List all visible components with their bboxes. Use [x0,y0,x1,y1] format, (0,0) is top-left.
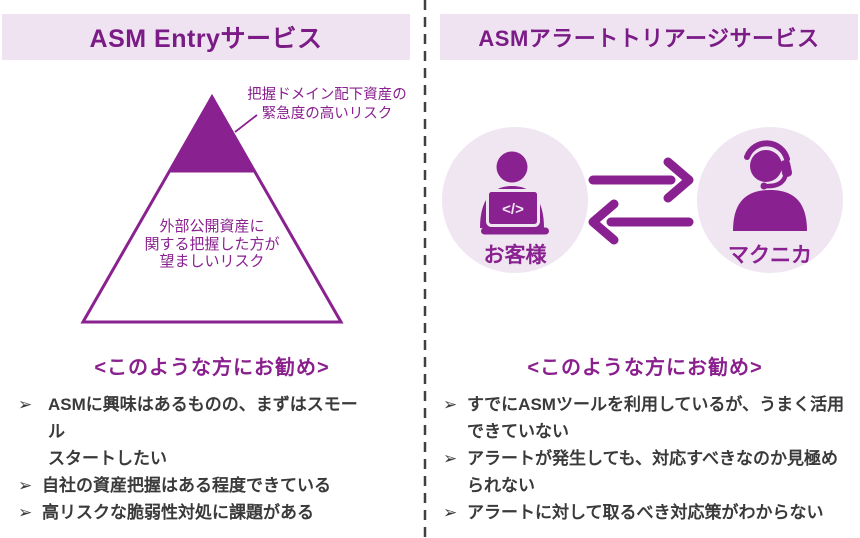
recommend-bullet: ➢ ASMに興味はあるものの、まずはスモール スタートしたい [18,391,374,472]
customer-label: お客様 [483,244,547,267]
bullet-arrow-icon: ➢ [443,503,458,522]
right-recommend-list: ➢ すでにASMツールを利用しているが、うまく活用 できていない ➢ アラートが… [443,391,860,526]
left-recommend-heading: <このような方にお勧め> [94,357,330,379]
recommend-bullet: ➢ アラートが発生しても、対応すべきなのか見極め られない [443,445,860,499]
vendor-circle: マクニカ [697,127,843,273]
left-panel-title: ASM Entryサービス [2,14,410,60]
vendor-label: マクニカ [728,244,812,267]
bullet-arrow-icon: ➢ [18,503,33,522]
bullet-arrow-icon: ➢ [18,476,33,495]
panel-divider [423,0,427,538]
pyramid-body-label: 外部公開資産に 関する把握した方が 望ましいリスク [144,218,280,270]
recommend-bullet: ➢ 高リスクな脆弱性対処に課題がある [18,499,374,526]
recommend-bullet: ➢ すでにASMツールを利用しているが、うまく活用 できていない [443,391,860,445]
exchange-arrows-icon [588,157,694,245]
right-panel-title: ASMアラートトリアージサービス [440,14,858,60]
code-glyph: </> [502,201,524,218]
bullet-arrow-icon: ➢ [443,449,458,468]
left-recommend-list: ➢ ASMに興味はあるものの、まずはスモール スタートしたい ➢ 自社の資産把握… [18,391,374,526]
bullet-arrow-icon: ➢ [443,395,458,414]
right-recommend-heading: <このような方にお勧め> [527,357,763,379]
customer-circle: </> お客様 [442,127,588,273]
customer-laptop-icon: </> [480,151,549,235]
recommend-bullet: ➢ 自社の資産把握はある程度できている [18,472,374,499]
recommend-bullet: ➢ アラートに対して取るべき対応策がわからない [443,499,860,526]
risk-pyramid-icon [80,93,344,324]
support-headset-icon [733,140,807,231]
bullet-arrow-icon: ➢ [18,395,33,414]
pyramid-apex-callout: 把握ドメイン配下資産の 緊急度の高いリスク [247,87,407,122]
